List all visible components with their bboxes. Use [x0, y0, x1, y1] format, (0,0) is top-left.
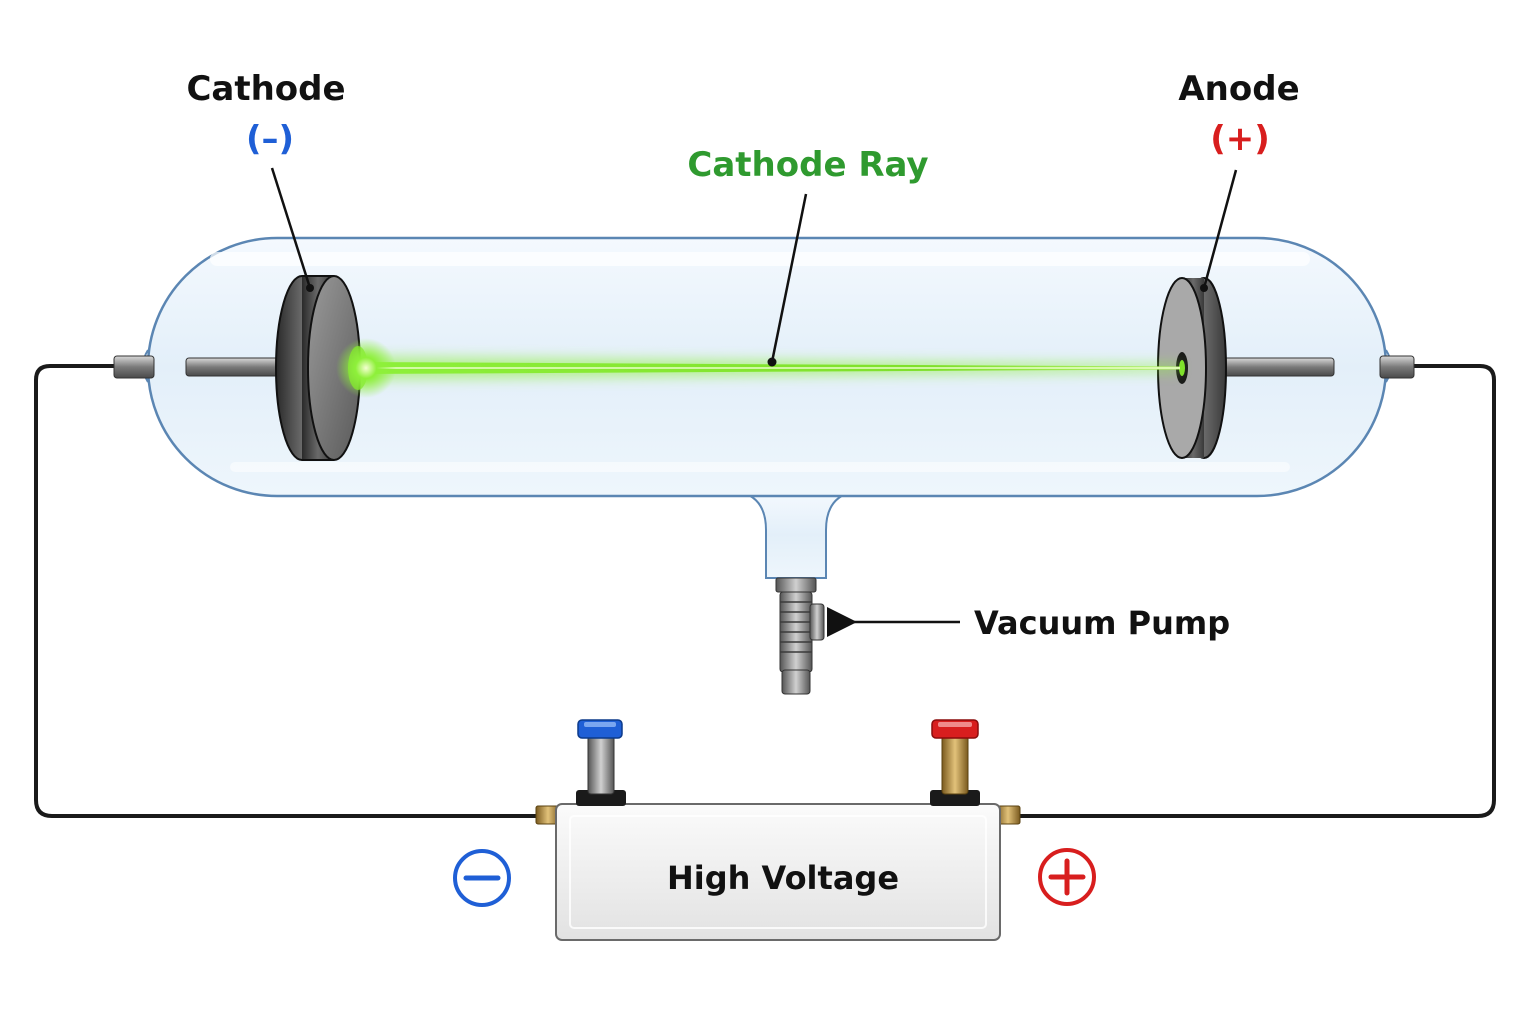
anode-disk [1157, 277, 1227, 459]
cathode-sign-label: (–) [246, 119, 294, 159]
circuit-wires [34, 364, 1496, 818]
high-voltage-supply [535, 719, 1021, 941]
positive-terminal-post [930, 719, 980, 806]
cathode-terminal-pin [113, 355, 155, 379]
cathode-ray-label: Cathode Ray [687, 145, 928, 185]
anode-sign-label: (+) [1210, 119, 1270, 159]
pump-stem-glass [739, 491, 853, 579]
negative-terminal-post [576, 719, 626, 806]
wire-positive [1018, 364, 1496, 818]
wire-negative [34, 364, 540, 818]
vacuum-pump-fitting [775, 577, 825, 695]
anode-terminal-pin [1379, 355, 1415, 379]
plus-circle-icon [1038, 848, 1096, 906]
cathode-pointer-line [270, 167, 312, 289]
anode-pointer-line [1202, 169, 1238, 289]
cathode-label: Cathode [186, 69, 345, 109]
high-voltage-label: High Voltage [667, 859, 899, 897]
minus-circle-icon [453, 849, 511, 907]
anode-label: Anode [1178, 69, 1299, 109]
vacuum-pump-label: Vacuum Pump [974, 604, 1230, 642]
anode-rod [1223, 357, 1335, 377]
cathode-rod [185, 357, 287, 377]
ray-pointer-line [770, 193, 808, 363]
cathode-ray-beam [336, 338, 1180, 398]
